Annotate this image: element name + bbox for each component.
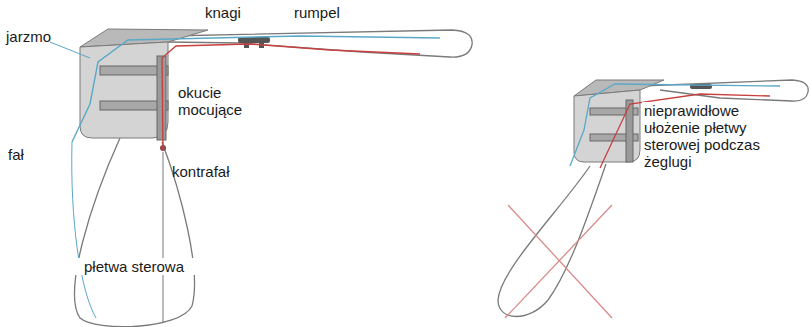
- part-label: fał: [6, 146, 26, 163]
- downhaul-line: [162, 44, 420, 150]
- part-label: rumpel: [292, 4, 342, 21]
- part-label: okucie mocujące: [176, 84, 258, 118]
- halyard-line: [72, 142, 96, 318]
- rudder-incorrect: [498, 80, 808, 318]
- cross-mark: [505, 205, 612, 318]
- tiller: [640, 80, 808, 101]
- rudder-correct: [50, 29, 472, 327]
- part-label: jarzmo: [4, 28, 53, 45]
- part-label: kontrafał: [170, 163, 232, 180]
- part-label: płetwa sterowa: [70, 258, 198, 275]
- leader-line: [50, 42, 90, 58]
- note-label: nieprawidłowe ułożenie płetwy sterowej p…: [642, 102, 774, 170]
- yoke-plate: [574, 90, 640, 162]
- downhaul-line: [163, 152, 164, 322]
- part-label: knagi: [203, 4, 243, 21]
- tiller: [168, 30, 472, 57]
